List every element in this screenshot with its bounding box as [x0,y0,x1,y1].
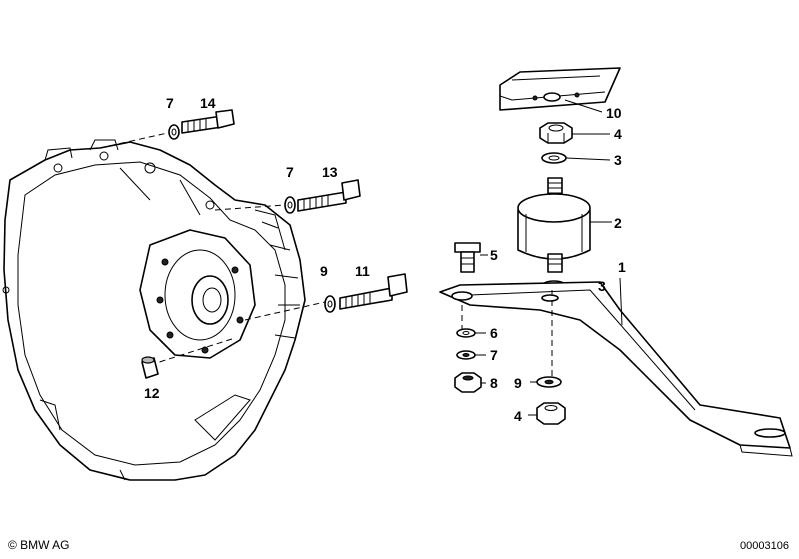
callout-7-mid: 7 [286,164,294,180]
bolt-13 [297,179,361,212]
nut-8 [454,372,482,393]
dowel-sleeve-12 [141,356,159,379]
callout-2: 2 [614,215,622,231]
nut-4-top [539,122,573,144]
assembly-line [149,337,236,366]
callout-4-lower: 4 [514,408,522,424]
support-arm-1 [439,281,793,457]
copyright-label: © BMW AG [8,538,70,552]
callout-3-lower: 3 [598,278,606,294]
bolt-5 [454,242,481,273]
callout-8: 8 [490,375,498,391]
bracket-plate-10 [499,67,621,111]
assembly-line [244,301,326,321]
callout-12: 12 [144,385,160,401]
callout-1: 1 [618,259,626,275]
leader-1 [619,277,623,326]
washer-3-top [541,152,567,164]
callout-7-top: 7 [166,95,174,111]
washer-6 [456,328,476,338]
washer-9-left [324,295,336,313]
callout-11: 11 [355,263,370,279]
bolt-14 [181,109,235,134]
callout-13: 13 [322,164,338,180]
bolt-11 [339,273,408,310]
callout-10: 10 [606,105,622,121]
assembly-line [214,204,286,211]
nut-4-lower [536,402,566,425]
callout-4-top: 4 [614,126,622,142]
assembly-line [99,131,173,149]
callout-6: 6 [490,325,498,341]
callout-5: 5 [490,247,498,263]
drawing-number: 00003106 [740,540,789,552]
callout-9-left: 9 [320,263,328,279]
callout-7-lower: 7 [490,347,498,363]
washer-7-mid [284,196,296,214]
washer-7-top [168,124,180,140]
callout-3-top: 3 [614,152,622,168]
rubber-mount-2 [517,177,591,273]
bell-housing [2,139,306,481]
leader-10 [564,99,603,113]
callout-14: 14 [200,95,216,111]
callout-9-right: 9 [514,375,522,391]
